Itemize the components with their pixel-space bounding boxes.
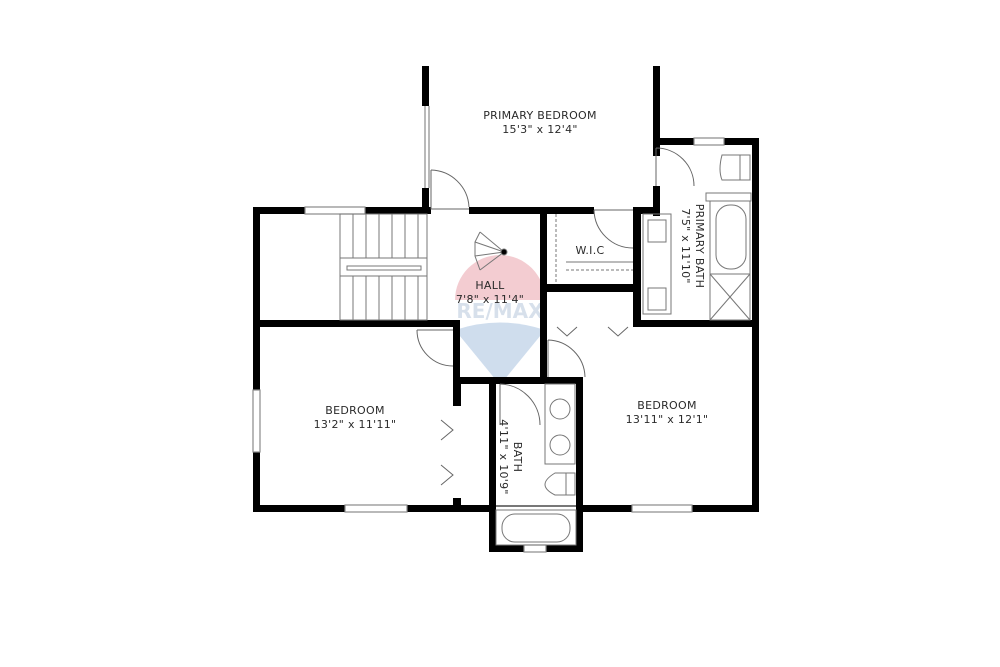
room-label-primary-bath: PRIMARY BATH 7'5" x 11'10" xyxy=(678,191,706,301)
room-label-hall: HALL 7'8" x 11'4" xyxy=(440,279,540,307)
room-label-bath: BATH 4'11" x 10'9" xyxy=(496,417,524,497)
room-name: BEDROOM xyxy=(637,399,697,412)
fixtures xyxy=(495,154,752,546)
doors xyxy=(416,147,695,486)
room-dimensions: 13'11" x 12'1" xyxy=(625,413,709,426)
room-dimensions: 13'2" x 11'11" xyxy=(313,418,397,431)
room-name: BATH xyxy=(511,441,524,473)
room-name: W.I.C xyxy=(575,244,605,257)
room-label-wic: W.I.C xyxy=(560,244,620,258)
room-dimensions: 7'8" x 11'4" xyxy=(455,293,525,306)
room-name: BEDROOM xyxy=(325,404,385,417)
windows xyxy=(252,106,725,553)
room-label-bedroom-left: BEDROOM 13'2" x 11'11" xyxy=(300,404,410,432)
room-label-primary-bedroom: PRIMARY BEDROOM 15'3" x 12'4" xyxy=(475,109,605,137)
room-dimensions: 7'5" x 11'10" xyxy=(679,208,692,284)
room-name: HALL xyxy=(475,279,505,292)
room-label-bedroom-right: BEDROOM 13'11" x 12'1" xyxy=(612,399,722,427)
stairs xyxy=(339,213,508,321)
remax-watermark: RE/MAX xyxy=(455,255,545,385)
svg-text:RE/MAX: RE/MAX xyxy=(456,299,544,323)
room-dimensions: 4'11" x 10'9" xyxy=(497,419,510,495)
room-name: PRIMARY BATH xyxy=(693,203,706,289)
room-dimensions: 15'3" x 12'4" xyxy=(502,123,578,136)
room-name: PRIMARY BEDROOM xyxy=(483,109,597,122)
